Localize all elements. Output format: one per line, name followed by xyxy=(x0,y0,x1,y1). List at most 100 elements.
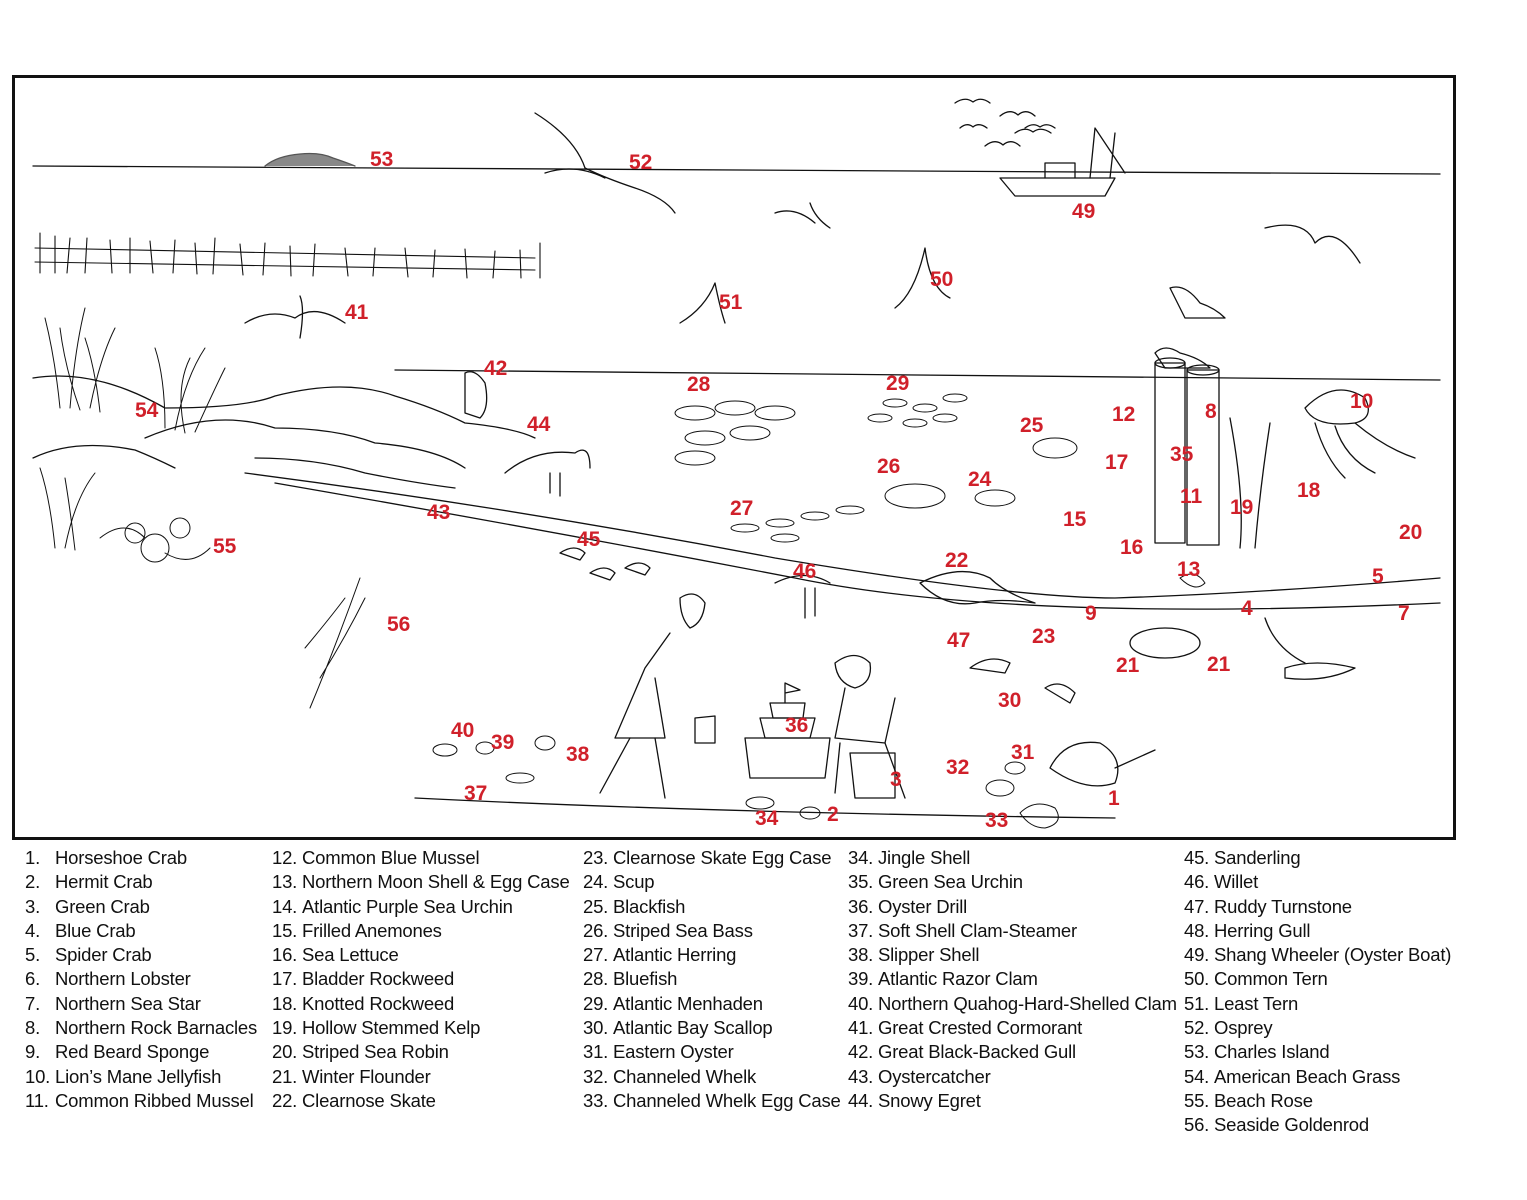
legend-item-number: 31. xyxy=(583,1041,609,1063)
legend-item: 53.Charles Island xyxy=(1184,1040,1451,1064)
legend-item-number: 25. xyxy=(583,895,609,917)
legend-item: 52.Osprey xyxy=(1184,1016,1451,1040)
label-2: 2 xyxy=(827,803,839,826)
legend-item-number: 51. xyxy=(1184,992,1210,1014)
legend-item: 24.Scup xyxy=(583,870,841,894)
legend-item-name: Striped Sea Robin xyxy=(302,1041,449,1063)
legend-item: 27.Atlantic Herring xyxy=(583,943,841,967)
legend-item: 25.Blackfish xyxy=(583,895,841,919)
legend-item-name: Channeled Whelk Egg Case xyxy=(613,1089,841,1111)
legend-item-name: Atlantic Bay Scallop xyxy=(613,1017,773,1039)
label-18: 18 xyxy=(1297,479,1321,502)
legend-item-name: Blackfish xyxy=(613,895,686,917)
legend-item: 44.Snowy Egret xyxy=(848,1089,1177,1113)
label-12: 12 xyxy=(1112,403,1136,426)
legend-item: 6.Northern Lobster xyxy=(25,967,257,991)
legend-item-name: Osprey xyxy=(1214,1017,1273,1039)
sand-castle xyxy=(744,682,831,779)
fish-school xyxy=(674,393,1078,543)
legend-item-number: 52. xyxy=(1184,1017,1210,1039)
legend-item: 54.American Beach Grass xyxy=(1184,1065,1451,1089)
legend-item: 16.Sea Lettuce xyxy=(272,943,570,967)
legend-item: 11.Common Ribbed Mussel xyxy=(25,1089,257,1113)
legend-item-number: 33. xyxy=(583,1089,609,1111)
legend-item-number: 41. xyxy=(848,1017,874,1039)
legend-item-name: Oyster Drill xyxy=(878,895,968,917)
legend-item-name: Sanderling xyxy=(1214,847,1301,868)
legend-item-name: Scup xyxy=(613,871,655,893)
legend-item: 33.Channeled Whelk Egg Case xyxy=(583,1089,841,1113)
legend-item-name: Common Tern xyxy=(1214,968,1328,990)
legend-item-name: Bluefish xyxy=(613,968,678,990)
label-54: 54 xyxy=(135,399,159,422)
legend-item-number: 26. xyxy=(583,919,609,941)
label-45: 45 xyxy=(577,528,601,551)
legend-item-name: Clearnose Skate xyxy=(302,1089,436,1111)
label-36: 36 xyxy=(785,714,809,737)
legend-item-name: Least Tern xyxy=(1214,992,1299,1014)
legend-item: 51.Least Tern xyxy=(1184,992,1451,1016)
legend-item: 38.Slipper Shell xyxy=(848,943,1177,967)
legend-item-name: Blue Crab xyxy=(55,919,136,941)
legend-item-name: Atlantic Purple Sea Urchin xyxy=(302,895,513,917)
label-50: 50 xyxy=(930,268,954,291)
legend-item: 22.Clearnose Skate xyxy=(272,1089,570,1113)
legend-item-number: 29. xyxy=(583,992,609,1014)
legend-item: 45.Sanderling xyxy=(1184,846,1451,870)
label-43: 43 xyxy=(427,501,451,524)
label-51: 51 xyxy=(719,291,743,314)
legend-item-number: 14. xyxy=(272,895,298,917)
label-37: 37 xyxy=(464,782,488,805)
legend-item-name: Clearnose Skate Egg Case xyxy=(613,847,832,868)
legend-item-number: 46. xyxy=(1184,871,1210,893)
legend-item-number: 22. xyxy=(272,1089,298,1111)
legend-item: 49.Shang Wheeler (Oyster Boat) xyxy=(1184,943,1451,967)
label-28: 28 xyxy=(687,373,711,396)
legend-item-number: 37. xyxy=(848,919,874,941)
legend-item-name: Green Sea Urchin xyxy=(878,871,1023,893)
label-49: 49 xyxy=(1072,200,1096,223)
legend-item-number: 15. xyxy=(272,919,298,941)
legend-item: 15.Frilled Anemones xyxy=(272,919,570,943)
legend-item: 46.Willet xyxy=(1184,870,1451,894)
legend-item-number: 19. xyxy=(272,1017,298,1039)
legend-item-name: Beach Rose xyxy=(1214,1089,1313,1111)
legend-item-name: Seaside Goldenrod xyxy=(1214,1114,1369,1136)
legend-item: 37.Soft Shell Clam-Steamer xyxy=(848,919,1177,943)
legend-item-number: 12. xyxy=(272,847,298,868)
label-25: 25 xyxy=(1020,414,1044,437)
legend-item-name: Red Beard Sponge xyxy=(55,1041,210,1063)
legend-item-number: 34. xyxy=(848,847,874,868)
legend-item-number: 11. xyxy=(25,1089,49,1111)
legend-item: 30.Atlantic Bay Scallop xyxy=(583,1016,841,1040)
legend-item-name: Sea Lettuce xyxy=(302,944,399,966)
goldenrod xyxy=(304,577,366,709)
label-42: 42 xyxy=(484,357,508,380)
legend-item-number: 48. xyxy=(1184,919,1210,941)
label-3: 3 xyxy=(890,768,902,791)
legend-item: 32.Channeled Whelk xyxy=(583,1065,841,1089)
legend-item-name: Ruddy Turnstone xyxy=(1214,895,1352,917)
legend-item: 17.Bladder Rockweed xyxy=(272,967,570,991)
legend-item-name: Soft Shell Clam-Steamer xyxy=(878,919,1077,941)
label-55: 55 xyxy=(213,535,237,558)
legend-item-number: 42. xyxy=(848,1041,874,1063)
legend-item-name: American Beach Grass xyxy=(1214,1065,1401,1087)
legend-item-number: 30. xyxy=(583,1017,609,1039)
legend-item: 23.Clearnose Skate Egg Case xyxy=(583,846,841,870)
legend-item-name: Great Black-Backed Gull xyxy=(878,1041,1076,1063)
legend-item-number: 50. xyxy=(1184,968,1210,990)
legend-item-name: Herring Gull xyxy=(1214,919,1311,941)
legend-item: 28.Bluefish xyxy=(583,967,841,991)
label-29: 29 xyxy=(886,372,910,395)
legend-item-number: 43. xyxy=(848,1065,874,1087)
legend-item-number: 20. xyxy=(272,1041,298,1063)
label-7: 7 xyxy=(1398,602,1410,625)
legend-item-number: 56. xyxy=(1184,1114,1210,1136)
legend-item-name: Northern Sea Star xyxy=(55,992,201,1014)
legend-item-name: Frilled Anemones xyxy=(302,919,442,941)
legend-item-name: Atlantic Razor Clam xyxy=(878,968,1038,990)
